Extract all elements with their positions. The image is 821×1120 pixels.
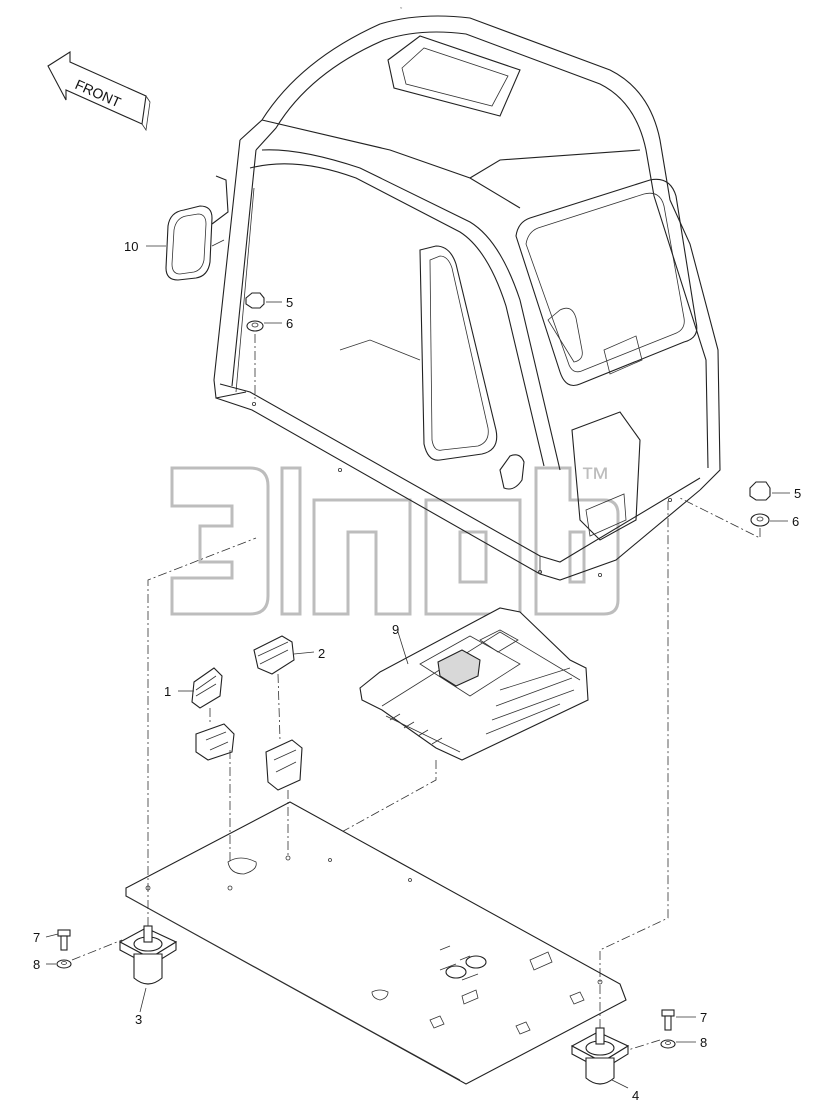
floor-plate: [125, 801, 627, 1085]
callout-8-left: 8: [33, 957, 40, 972]
mount-part-3: [118, 537, 257, 985]
pad-part-1: [191, 667, 235, 761]
callout-1: 1: [164, 684, 171, 699]
assembly-lines: [229, 750, 289, 862]
callout-3: 3: [135, 1012, 142, 1027]
front-direction-arrow: FRONT: [47, 50, 151, 132]
watermark-logo: ™: [170, 462, 620, 616]
callout-6-left: 6: [286, 316, 293, 331]
cab-body: [213, 15, 721, 581]
callout-numbers: 10 5 6 5 6 1 2 9 7 8 3 7 8 4: [33, 239, 801, 1103]
bolt-washer-left: [56, 929, 123, 969]
watermark-tm: ™: [580, 462, 610, 495]
nut-washer-left: [245, 292, 265, 400]
callout-7-right: 7: [700, 1010, 707, 1025]
pad-part-2: [253, 635, 303, 791]
mount-part-4: [570, 498, 669, 1085]
callout-6-right: 6: [792, 514, 799, 529]
floor-mat-part-9: [279, 607, 589, 867]
bolt-washer-right: [627, 1009, 676, 1051]
callout-4: 4: [632, 1088, 639, 1103]
mirror-part-10: [165, 175, 229, 281]
callout-leaders: [45, 245, 790, 1089]
callout-9: 9: [392, 622, 399, 637]
callout-5-right: 5: [794, 486, 801, 501]
callout-10: 10: [124, 239, 138, 254]
callout-7-left: 7: [33, 930, 40, 945]
callout-8-right: 8: [700, 1035, 707, 1050]
top-mark: ≈: [400, 5, 403, 10]
nut-washer-right: [679, 481, 771, 539]
callout-5-left: 5: [286, 295, 293, 310]
callout-2: 2: [318, 646, 325, 661]
